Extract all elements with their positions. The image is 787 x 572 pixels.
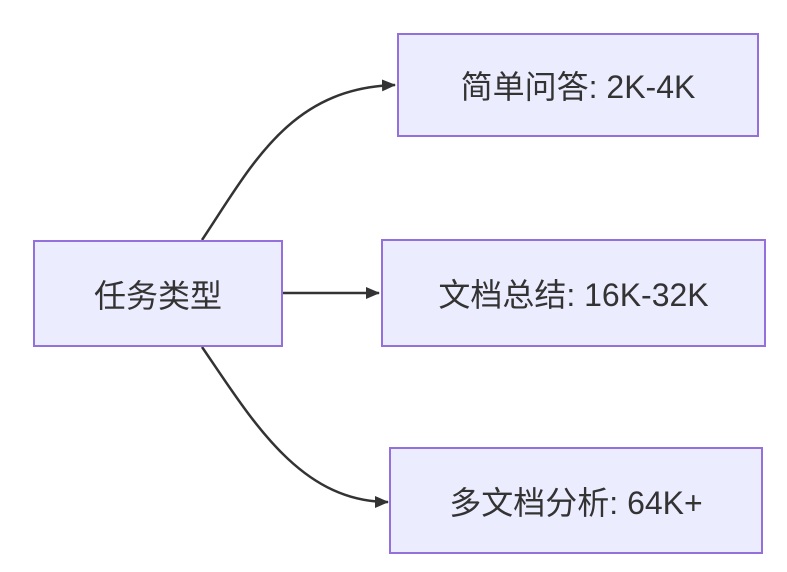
edge-task-to-simple-qa (200, 79, 396, 241)
node-doc-summary-label: 文档总结: 16K-32K (438, 277, 709, 313)
node-doc-summary: 文档总结: 16K-32K (381, 239, 766, 347)
node-task-type-label: 任务类型 (93, 277, 222, 314)
node-simple-qa: 简单问答: 2K-4K (397, 33, 759, 137)
node-multi-doc-label: 多文档分析: 64K+ (449, 484, 703, 521)
node-multi-doc: 多文档分析: 64K+ (389, 447, 763, 554)
node-simple-qa-label: 简单问答: 2K-4K (460, 69, 696, 105)
edge-task-to-multi-doc (200, 346, 389, 508)
node-task-type: 任务类型 (33, 240, 283, 347)
